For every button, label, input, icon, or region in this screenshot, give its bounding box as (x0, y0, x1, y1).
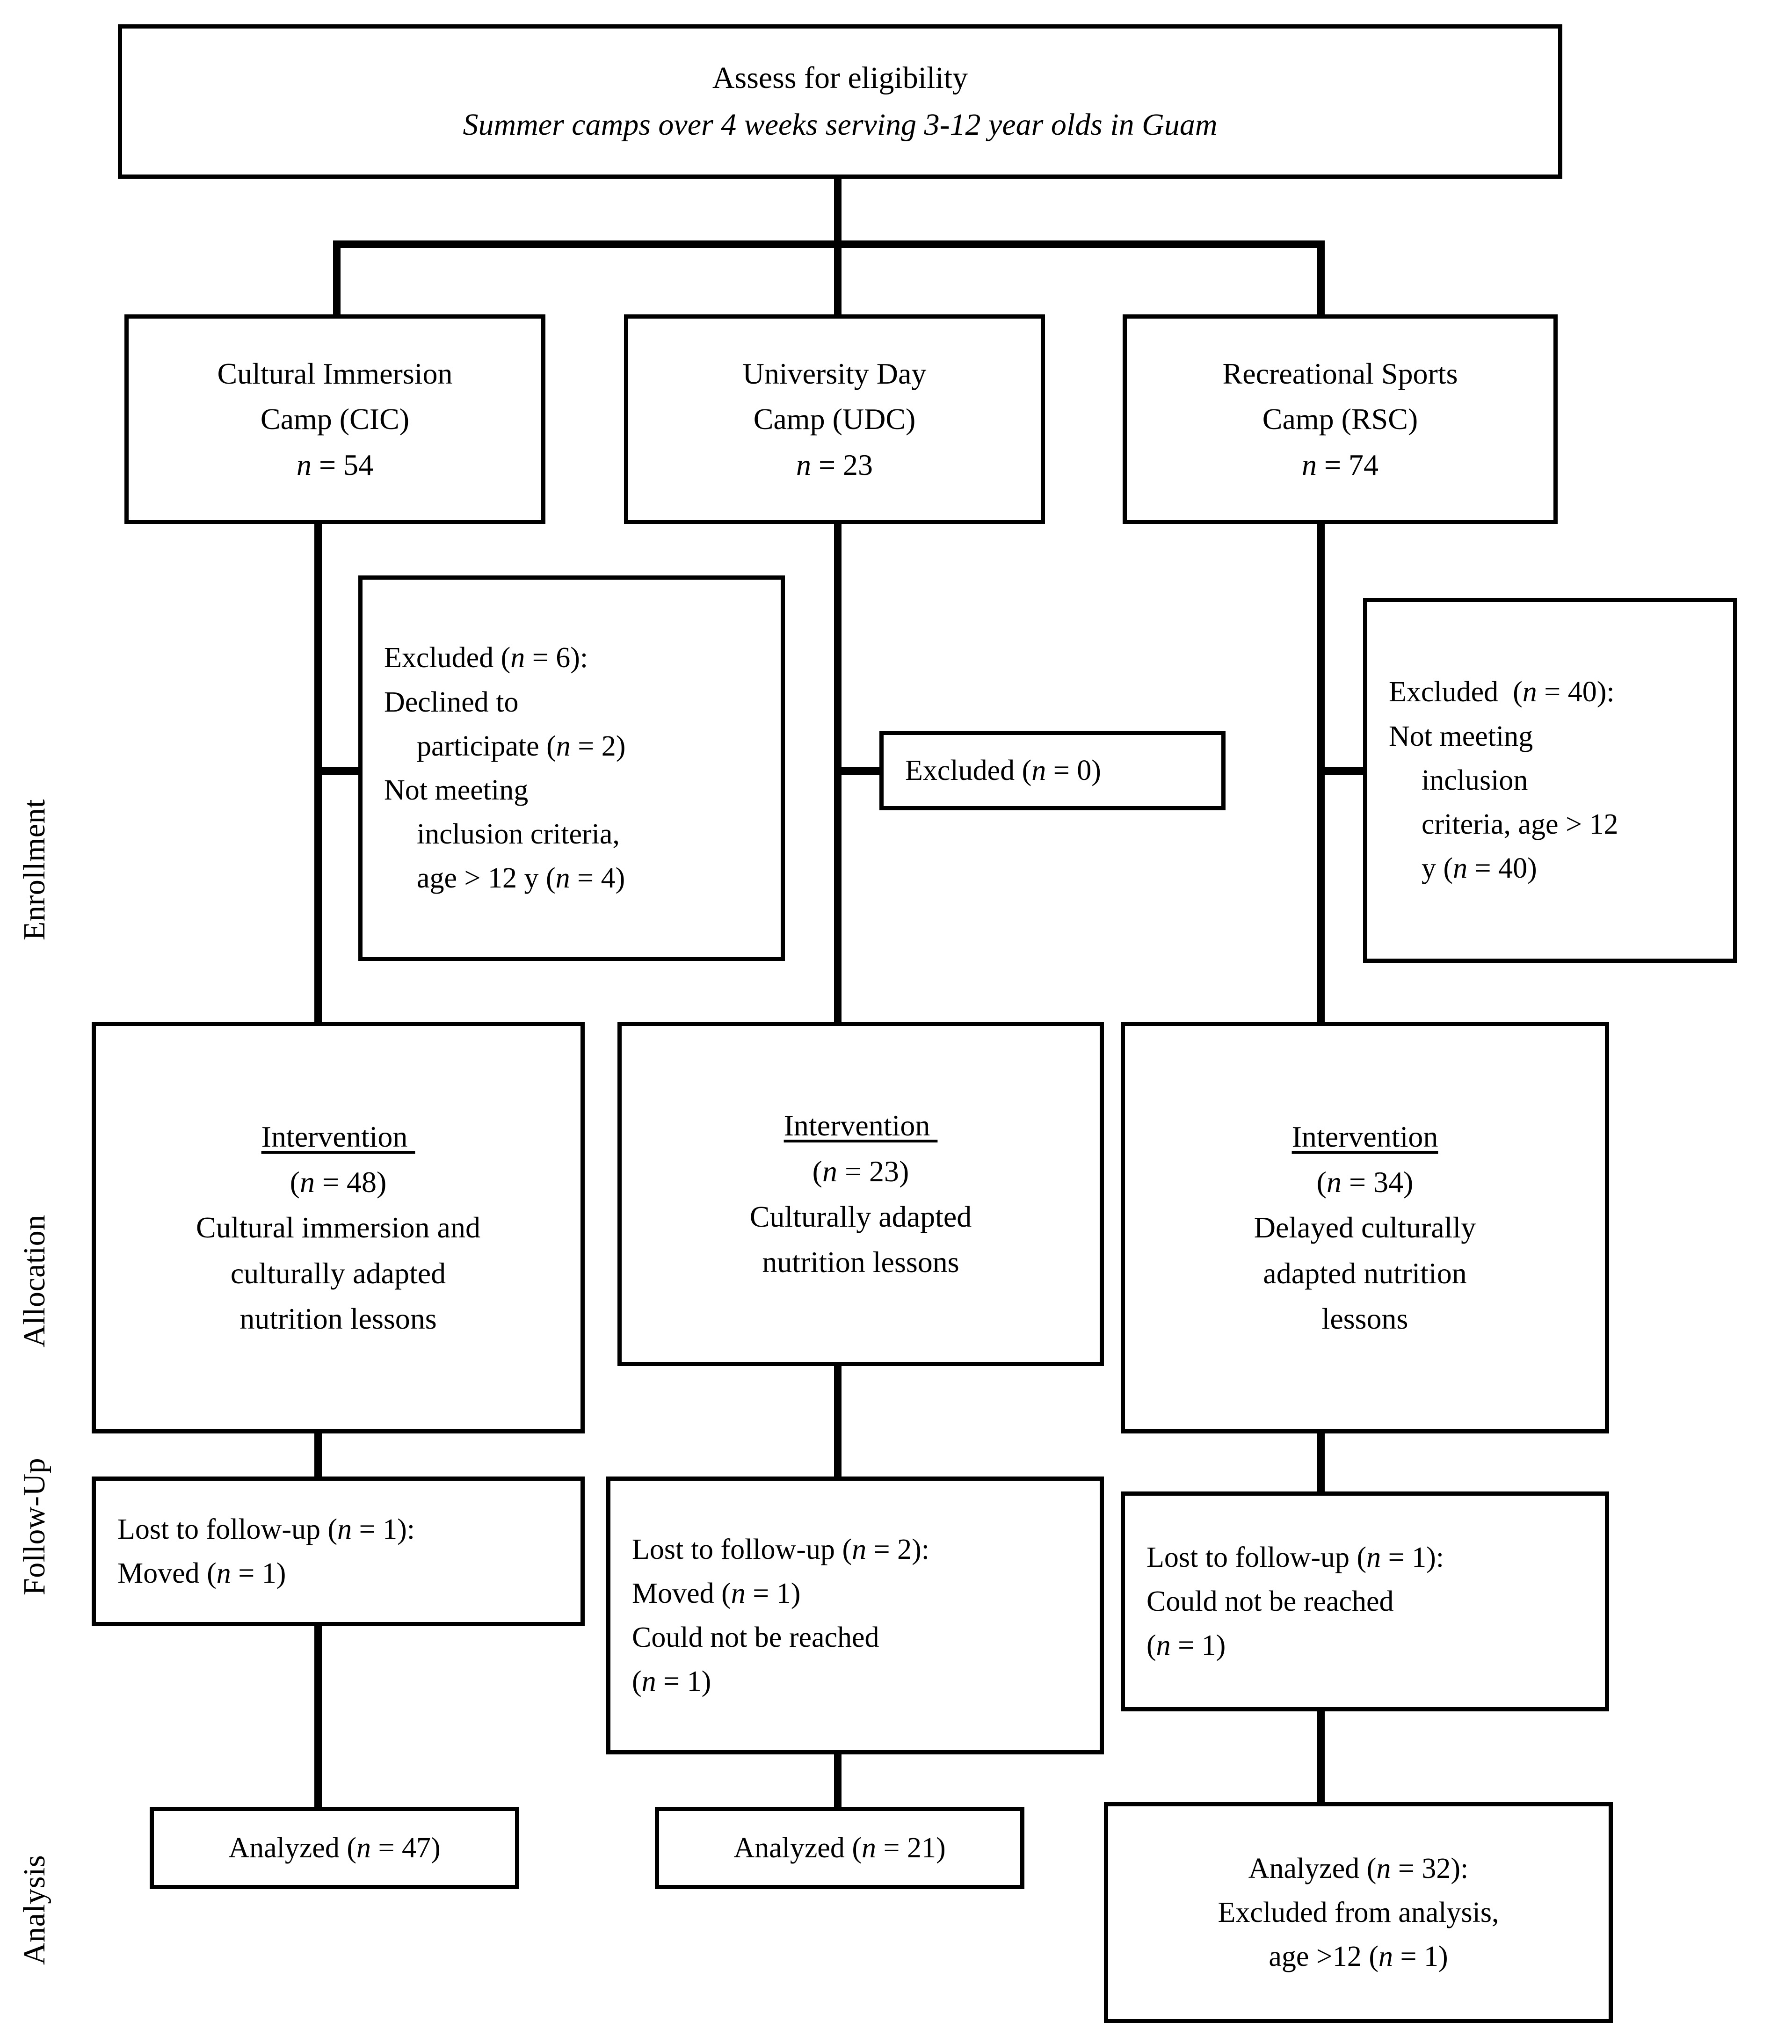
assess-eligibility-box: Assess for eligibility Summer camps over… (118, 24, 1562, 179)
stage-label-allocation: Allocation (17, 1067, 52, 1347)
camp-rsc-name-line2: Camp (RSC) (1262, 402, 1418, 436)
camp-box-udc: University Day Camp (UDC) n = 23 (624, 314, 1045, 524)
camp-udc-n: n = 23 (796, 448, 873, 481)
exclusion-rsc-line4: criteria, age > 12 (1422, 808, 1618, 841)
analysis-udc-line1: Analyzed (n = 21) (733, 1832, 946, 1864)
exclusion-rsc-line3: inclusion (1422, 764, 1528, 796)
connector-bar-to-rsc (1317, 240, 1325, 318)
exclusion-rsc-line2: Not meeting (1389, 720, 1533, 752)
intervention-udc-desc-line2: nutrition lessons (762, 1245, 959, 1279)
camp-cic-name-line1: Cultural Immersion (217, 357, 453, 391)
analysis-rsc-line1: Analyzed (n = 32): (1248, 1852, 1469, 1884)
followup-box-udc: Lost to follow-up (n = 2): Moved (n = 1)… (606, 1477, 1104, 1754)
camp-udc-name-line2: Camp (UDC) (753, 402, 916, 436)
connector-rsc-intervention-to-followup (1317, 1433, 1325, 1493)
followup-box-rsc: Lost to follow-up (n = 1): Could not be … (1121, 1491, 1609, 1711)
stage-label-enrollment-text: Enrollment (17, 799, 51, 940)
intervention-rsc-desc-line1: Delayed culturally (1254, 1211, 1476, 1244)
exclusion-cic-line6: age > 12 y (n = 4) (417, 862, 625, 895)
intervention-rsc-heading: Intervention (1291, 1120, 1438, 1153)
connector-udc-to-exclusion (842, 767, 881, 775)
followup-udc-line2: Moved (n = 1) (632, 1577, 801, 1609)
connector-cic-intervention-to-followup (314, 1433, 322, 1478)
followup-rsc-line1: Lost to follow-up (n = 1): (1146, 1541, 1444, 1573)
connector-bar-to-cic (333, 240, 341, 318)
camp-rsc-n: n = 74 (1301, 448, 1379, 481)
intervention-cic-n: (n = 48) (290, 1165, 387, 1199)
intervention-rsc-n: (n = 34) (1316, 1165, 1414, 1199)
connector-rsc-camp-to-intervention (1317, 524, 1325, 1022)
followup-udc-line3: Could not be reached (632, 1622, 879, 1653)
followup-udc-line4: (n = 1) (632, 1666, 711, 1698)
camp-box-cic: Cultural Immersion Camp (CIC) n = 54 (124, 314, 545, 524)
exclusion-cic-line2: Declined to (384, 686, 519, 718)
intervention-cic-desc-line2: culturally adapted (230, 1256, 446, 1290)
followup-box-cic: Lost to follow-up (n = 1): Moved (n = 1) (92, 1477, 585, 1626)
connector-udc-camp-to-intervention (834, 524, 842, 1022)
connector-cic-to-exclusion (322, 767, 361, 775)
intervention-udc-n: (n = 23) (812, 1154, 909, 1188)
followup-rsc-line2: Could not be reached (1146, 1585, 1394, 1617)
analysis-box-cic: Analyzed (n = 47) (150, 1807, 519, 1889)
exclusion-cic-line5: inclusion criteria, (417, 818, 620, 851)
stage-label-followup: Follow-Up (17, 1347, 52, 1595)
connector-cic-camp-to-intervention (314, 524, 322, 1022)
exclusion-cic-line4: Not meeting (384, 774, 529, 806)
analysis-rsc-line3: age >12 (n = 1) (1269, 1941, 1448, 1973)
stage-label-followup-text: Follow-Up (17, 1457, 51, 1595)
assess-eligibility-subheading: Summer camps over 4 weeks serving 3-12 y… (463, 108, 1218, 142)
exclusion-box-rsc: Excluded (n = 40): Not meeting inclusion… (1363, 598, 1737, 963)
intervention-rsc-desc-line2: adapted nutrition (1263, 1256, 1467, 1290)
stage-label-analysis: Analysis (17, 1759, 52, 1965)
assess-eligibility-heading: Assess for eligibility (712, 60, 968, 95)
analysis-rsc-line2: Excluded from analysis, (1218, 1896, 1499, 1928)
intervention-box-cic: Intervention (n = 48) Cultural immersion… (92, 1022, 585, 1433)
followup-cic-line2: Moved (n = 1) (117, 1557, 286, 1589)
intervention-cic-desc-line3: nutrition lessons (239, 1302, 437, 1335)
intervention-cic-heading: Intervention (261, 1120, 415, 1153)
connector-udc-followup-to-analysis (834, 1754, 842, 1811)
exclusion-rsc-line1: Excluded (n = 40): (1389, 676, 1615, 708)
camp-rsc-name-line1: Recreational Sports (1222, 357, 1458, 391)
connector-rsc-to-exclusion (1325, 767, 1364, 775)
analysis-box-udc: Analyzed (n = 21) (655, 1807, 1024, 1889)
exclusion-udc-line1: Excluded (n = 0) (905, 754, 1101, 786)
intervention-udc-heading: Intervention (784, 1109, 938, 1142)
intervention-rsc-desc-line3: lessons (1321, 1302, 1408, 1335)
exclusion-cic-line3: participate (n = 2) (417, 730, 626, 762)
camp-box-rsc: Recreational Sports Camp (RSC) n = 74 (1123, 314, 1558, 524)
connector-distribution-bar (333, 240, 1325, 248)
camp-udc-name-line1: University Day (742, 357, 927, 391)
exclusion-cic-line1: Excluded (n = 6): (384, 642, 588, 674)
stage-label-analysis-text: Analysis (17, 1855, 51, 1965)
camp-cic-name-line2: Camp (CIC) (260, 402, 410, 436)
intervention-box-udc: Intervention (n = 23) Culturally adapted… (617, 1022, 1104, 1366)
followup-cic-line1: Lost to follow-up (n = 1): (117, 1513, 415, 1545)
intervention-cic-desc-line1: Cultural immersion and (196, 1211, 480, 1244)
followup-udc-line1: Lost to follow-up (n = 2): (632, 1533, 929, 1565)
intervention-box-rsc: Intervention (n = 34) Delayed culturally… (1121, 1022, 1609, 1433)
camp-cic-n: n = 54 (296, 448, 374, 481)
exclusion-box-cic: Excluded (n = 6): Declined to participat… (358, 575, 785, 961)
exclusion-rsc-line5: y (n = 40) (1422, 852, 1537, 885)
connector-rsc-followup-to-analysis (1317, 1711, 1325, 1802)
stage-label-enrollment: Enrollment (17, 650, 52, 940)
analysis-box-rsc: Analyzed (n = 32): Excluded from analysi… (1104, 1802, 1613, 2023)
analysis-cic-line1: Analyzed (n = 47) (228, 1832, 441, 1864)
connector-bar-to-udc (834, 240, 842, 318)
stage-label-allocation-text: Allocation (17, 1215, 51, 1347)
followup-rsc-line3: (n = 1) (1146, 1629, 1226, 1662)
intervention-udc-desc-line1: Culturally adapted (749, 1200, 972, 1233)
connector-top-to-bar (834, 179, 842, 244)
connector-udc-intervention-to-followup (834, 1366, 842, 1478)
exclusion-box-udc: Excluded (n = 0) (879, 731, 1226, 810)
connector-cic-followup-to-analysis (314, 1626, 322, 1811)
